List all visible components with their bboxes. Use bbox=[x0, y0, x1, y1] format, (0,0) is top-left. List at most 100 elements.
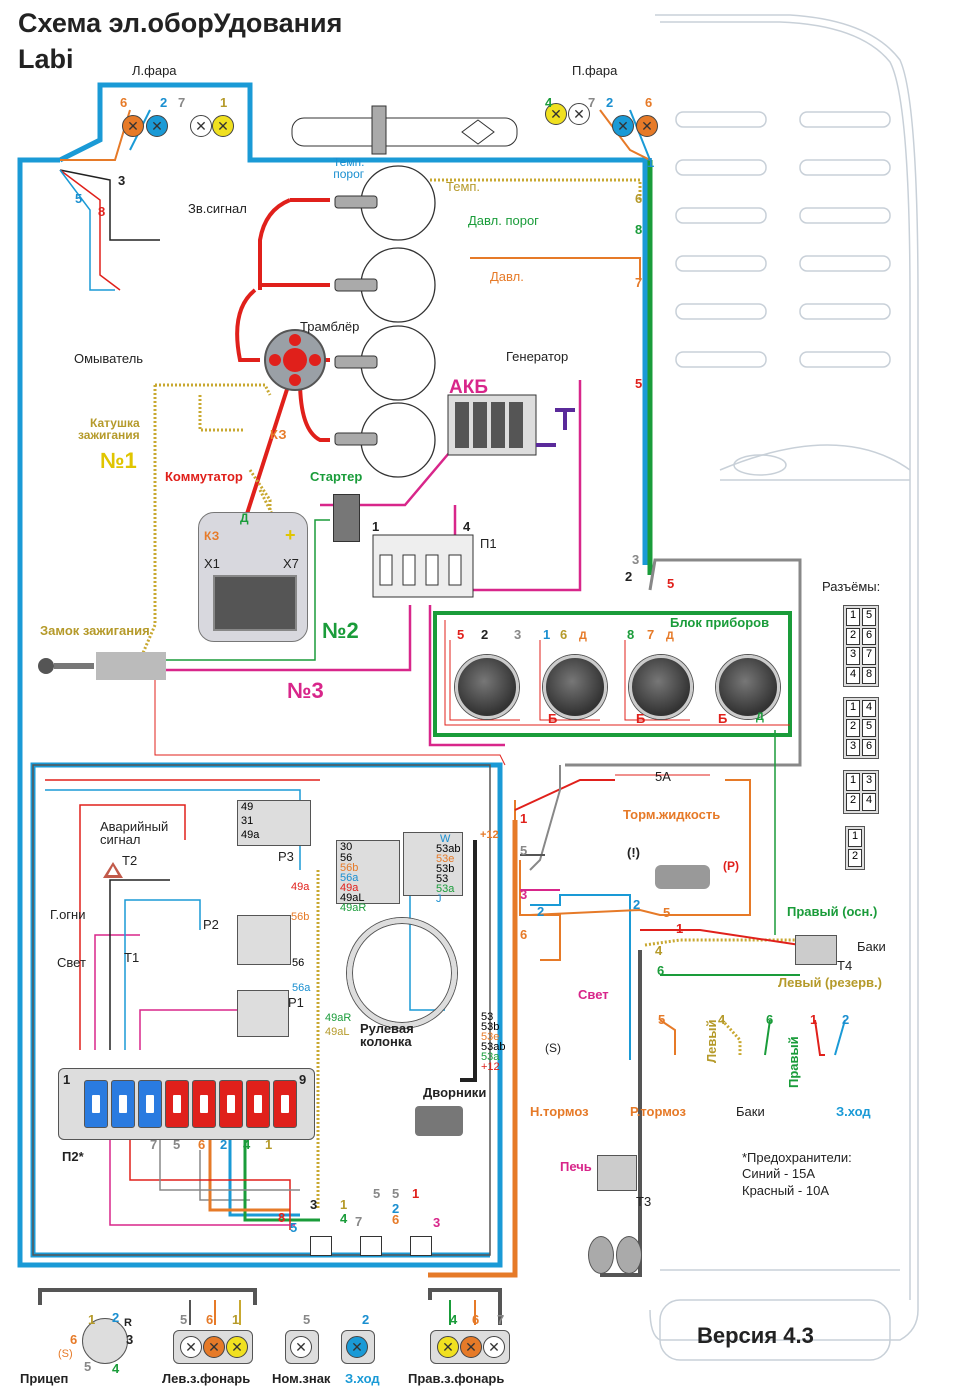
plus12-label: +12 bbox=[480, 829, 499, 841]
lamp-icon: ✕ bbox=[226, 1336, 248, 1358]
no2-label: №2 bbox=[322, 618, 359, 643]
wire-num: 1 bbox=[810, 1012, 818, 1027]
diagram-title: Схема эл.оборУдования bbox=[18, 8, 343, 38]
wire-num: 5 bbox=[667, 576, 675, 591]
wire-num: 4 bbox=[545, 95, 553, 110]
wire-num: 8 bbox=[627, 627, 635, 642]
b-mark: Б bbox=[636, 711, 646, 726]
pin-mark: 49a bbox=[291, 881, 310, 893]
wiper-pin: 53 bbox=[481, 1011, 494, 1023]
steer-pin: W bbox=[440, 833, 451, 845]
lamp-icon: ✕ bbox=[180, 1336, 202, 1358]
heater-fan-icon bbox=[588, 1236, 614, 1274]
fuse-box-right-num: 9 bbox=[299, 1072, 307, 1087]
p1-pin-4: 4 bbox=[463, 519, 471, 534]
wire-num: 6 bbox=[206, 1312, 214, 1327]
starter-label: Стартер bbox=[310, 469, 363, 484]
wire-num: 1 bbox=[676, 921, 684, 936]
wiper-motor-icon bbox=[415, 1106, 463, 1136]
hazard-triangle-inner bbox=[108, 866, 118, 875]
trailer-pin: R bbox=[124, 1317, 132, 1329]
switch-t3 bbox=[597, 1155, 637, 1191]
plus-label: + bbox=[285, 525, 296, 545]
wire-num: 1 bbox=[543, 627, 551, 642]
pin: 1 bbox=[846, 773, 860, 791]
wire-num: 5 bbox=[75, 191, 83, 206]
wiper-pin: 53b bbox=[481, 1021, 500, 1033]
steer-pin: 53b bbox=[436, 863, 455, 875]
p-mark: (Р) bbox=[723, 859, 739, 873]
fuse-blue bbox=[111, 1080, 135, 1128]
relay-p3 bbox=[237, 800, 311, 846]
pin: 7 bbox=[862, 647, 876, 665]
connector-box bbox=[360, 1236, 382, 1256]
connector-2pin: 1 2 bbox=[845, 826, 865, 870]
trailer-pin: 5 bbox=[84, 1359, 92, 1374]
wire-num: 5 bbox=[457, 627, 465, 642]
wire-num: 7 bbox=[150, 1137, 158, 1152]
relay-p1 bbox=[237, 990, 289, 1037]
relay-pin: 49a bbox=[241, 829, 260, 841]
wire-num: 4 bbox=[450, 1312, 458, 1327]
lamp-icon: ✕ bbox=[203, 1336, 225, 1358]
light2-label: Свет bbox=[578, 987, 609, 1002]
horn-label: Зв.сигнал bbox=[188, 201, 247, 216]
wire-num: 7 bbox=[647, 627, 655, 642]
relay-pin: 49 bbox=[241, 801, 254, 813]
fuse-red bbox=[219, 1080, 243, 1128]
wire-num: 2 bbox=[633, 897, 641, 912]
wire-num: 1 bbox=[265, 1137, 273, 1152]
relay-pin: 31 bbox=[241, 815, 254, 827]
generator-label: Генератор bbox=[506, 349, 569, 364]
brake-reservoir-icon bbox=[655, 865, 710, 889]
wire-num: 3 bbox=[632, 552, 640, 567]
lamp-icon: ✕ bbox=[437, 1336, 459, 1358]
wire-num: 7 bbox=[635, 275, 643, 290]
pin: 8 bbox=[862, 666, 876, 684]
headlight-lamp-icon: ✕ bbox=[212, 115, 234, 137]
wiper-pin: +12 bbox=[481, 1061, 500, 1073]
vehicle-outline bbox=[649, 14, 919, 1361]
wire-num: 5 bbox=[173, 1137, 181, 1152]
version-label: Версия 4.3 bbox=[697, 1323, 814, 1348]
wire-num: 2 bbox=[842, 1012, 850, 1027]
wire-num: 4 bbox=[655, 943, 663, 958]
instrument-cluster-label: Блок приборов bbox=[670, 615, 770, 630]
wire-num: 7 bbox=[178, 95, 186, 110]
pin-mark: 56a bbox=[292, 982, 311, 994]
fuses-note: *Предохранители: Синий - 15А Красный - 1… bbox=[742, 1150, 852, 1198]
pin: 6 bbox=[862, 627, 876, 645]
steering-switch-left bbox=[336, 840, 400, 904]
wire-num: 2 bbox=[537, 904, 545, 919]
fuse-red bbox=[165, 1080, 189, 1128]
d-mark: Д bbox=[756, 711, 764, 723]
trailer-pin: 1 bbox=[88, 1312, 96, 1327]
wire-num: 1 bbox=[647, 155, 655, 170]
left-headlight-label: Л.фара bbox=[132, 63, 177, 78]
d-mark: Д bbox=[666, 630, 674, 642]
coil-number: №1 bbox=[100, 448, 137, 473]
pin: 6 bbox=[862, 738, 876, 756]
wire-num: 2 bbox=[625, 569, 633, 584]
wiper-pin: 53ab bbox=[481, 1041, 506, 1053]
connector-box bbox=[410, 1236, 432, 1256]
oil-gauge bbox=[629, 655, 693, 719]
wiper-pin: 53e bbox=[481, 1031, 500, 1043]
switch-unit-body bbox=[213, 575, 297, 631]
connector-8pin: 1 5 2 6 3 7 4 8 bbox=[843, 605, 879, 687]
heater-fan-icon bbox=[616, 1236, 642, 1274]
p1-pin-1: 1 bbox=[372, 519, 380, 534]
wire-num: 1 bbox=[232, 1312, 240, 1327]
wire-num: 6 bbox=[198, 1137, 206, 1152]
left-rear-label: Лев.з.фонарь bbox=[162, 1371, 251, 1386]
relay-p2 bbox=[237, 915, 291, 965]
wire-num: 7 bbox=[497, 1312, 505, 1327]
s-mark: (S) bbox=[545, 1041, 561, 1055]
trailer-socket-icon bbox=[82, 1318, 128, 1364]
t2-label: Т2 bbox=[122, 853, 138, 868]
left-tank-label: Левый bbox=[704, 1019, 719, 1063]
tanks2-label: Баки bbox=[736, 1104, 765, 1119]
pin: 3 bbox=[862, 773, 876, 791]
left-reserve-label: Левый (резерв.) bbox=[778, 975, 882, 990]
x1-label: X1 bbox=[204, 556, 220, 571]
